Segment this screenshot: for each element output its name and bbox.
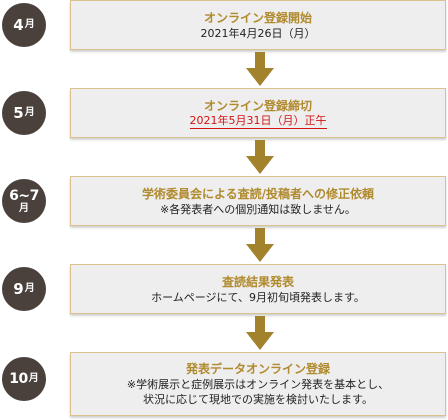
arrow-down-icon — [246, 316, 274, 350]
step-title: オンライン登録開始 — [203, 10, 312, 25]
step-note: ホームページにて、9月初旬頃発表します。 — [151, 290, 365, 304]
step-note-line-1: ※学術展示と症例展示はオンライン発表を基本とし、 — [126, 378, 390, 391]
arrow-down-icon — [246, 52, 274, 86]
month-unit: 月 — [19, 202, 29, 214]
step-note: ※各発表者への個別通知は致しません。 — [160, 202, 356, 216]
step-online-registration-start: オンライン登録開始 2021年4月26日（月） — [70, 0, 446, 50]
step-title: 発表データオンライン登録 — [185, 362, 330, 376]
month-unit: 月 — [28, 373, 39, 384]
month-unit: 月 — [24, 283, 35, 294]
arrow-down-icon — [246, 228, 274, 262]
step-date: 2021年4月26日（月） — [200, 26, 316, 40]
step-title: 学術委員会による査読/投稿者への修正依頼 — [141, 186, 375, 201]
month-number: 4 — [13, 15, 24, 34]
deadline-date: 2021年5月31日（月）正午 — [189, 113, 327, 129]
step-online-registration-deadline: オンライン登録締切 2021年5月31日（月）正午 — [70, 88, 446, 138]
step-note-line-2: 状況に応じて現地での実施を検討いたします。 — [143, 393, 373, 406]
step-review-results: 査読結果発表 ホームページにて、9月初旬頃発表します。 — [70, 264, 446, 314]
arrow-down-icon — [246, 140, 274, 174]
month-unit: 月 — [24, 107, 35, 118]
month-number: 6~7 — [9, 187, 39, 204]
month-number: 9 — [13, 279, 24, 298]
step-peer-review: 学術委員会による査読/投稿者への修正依頼 ※各発表者への個別通知は致しません。 — [70, 176, 446, 226]
step-title: 査読結果発表 — [221, 274, 294, 289]
step-presentation-data-registration: 発表データオンライン登録 ※学術展示と症例展示はオンライン発表を基本とし、 状況… — [70, 352, 446, 416]
step-title: オンライン登録締切 — [203, 98, 312, 113]
month-number: 10 — [9, 371, 28, 387]
month-number: 5 — [13, 103, 24, 122]
month-unit: 月 — [24, 19, 35, 30]
